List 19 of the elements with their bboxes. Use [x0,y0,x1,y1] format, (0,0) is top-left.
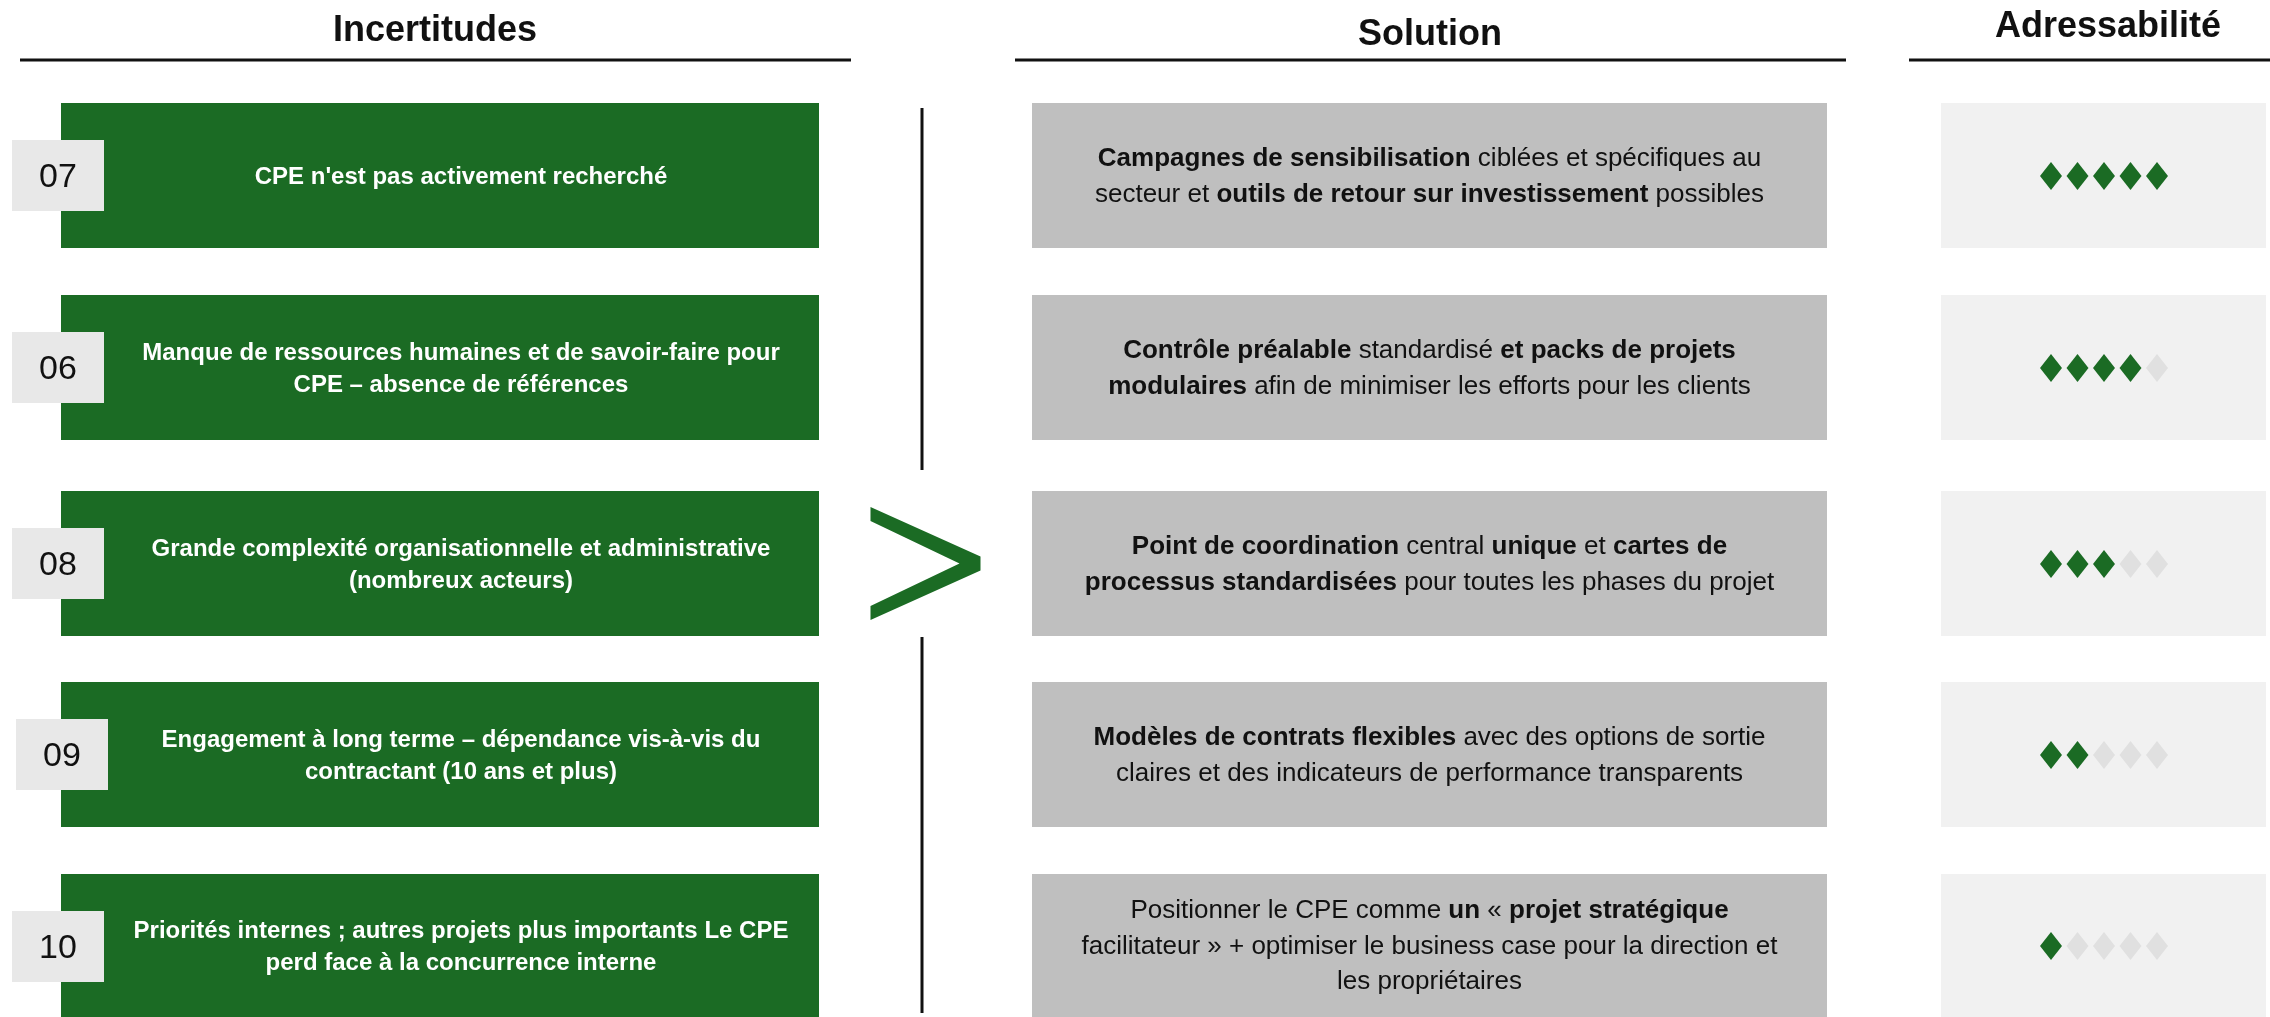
column-heading: Adressabilité [1994,4,2222,46]
number-badge: 06 [12,332,104,403]
rating-panel [1941,295,2266,440]
rating-panel [1941,491,2266,636]
number-badge: 08 [12,528,104,599]
column-heading: Solution [1358,12,1502,54]
solution-box: Positionner le CPE comme un « projet stratégique facilitateur » + optimiser le business case pour la direction et les propriétaires [1032,874,1827,1017]
solution-box: Modèles de contrats flexibles avec des options de sortie claires et des indicateurs de performance transparents [1032,682,1827,827]
number-badge: 07 [12,140,104,211]
solution-box: Campagnes de sensibilisation ciblées et spécifiques au secteur et outils de retour sur investissement possibles [1032,103,1827,248]
number-badge: 09 [16,719,108,790]
rating-panel [1941,874,2266,1017]
rating-panel [1941,103,2266,248]
column-heading: Incertitudes [332,8,537,50]
chevron-arrow [870,507,981,620]
number-badge: 10 [12,911,104,982]
solution-box: Point de coordination central unique et cartes de processus standardisées pour toutes les phases du projet [1032,491,1827,636]
solution-box: Contrôle préalable standardisé et packs de projets modulaires afin de minimiser les efforts pour les clients [1032,295,1827,440]
rating-panel [1941,682,2266,827]
